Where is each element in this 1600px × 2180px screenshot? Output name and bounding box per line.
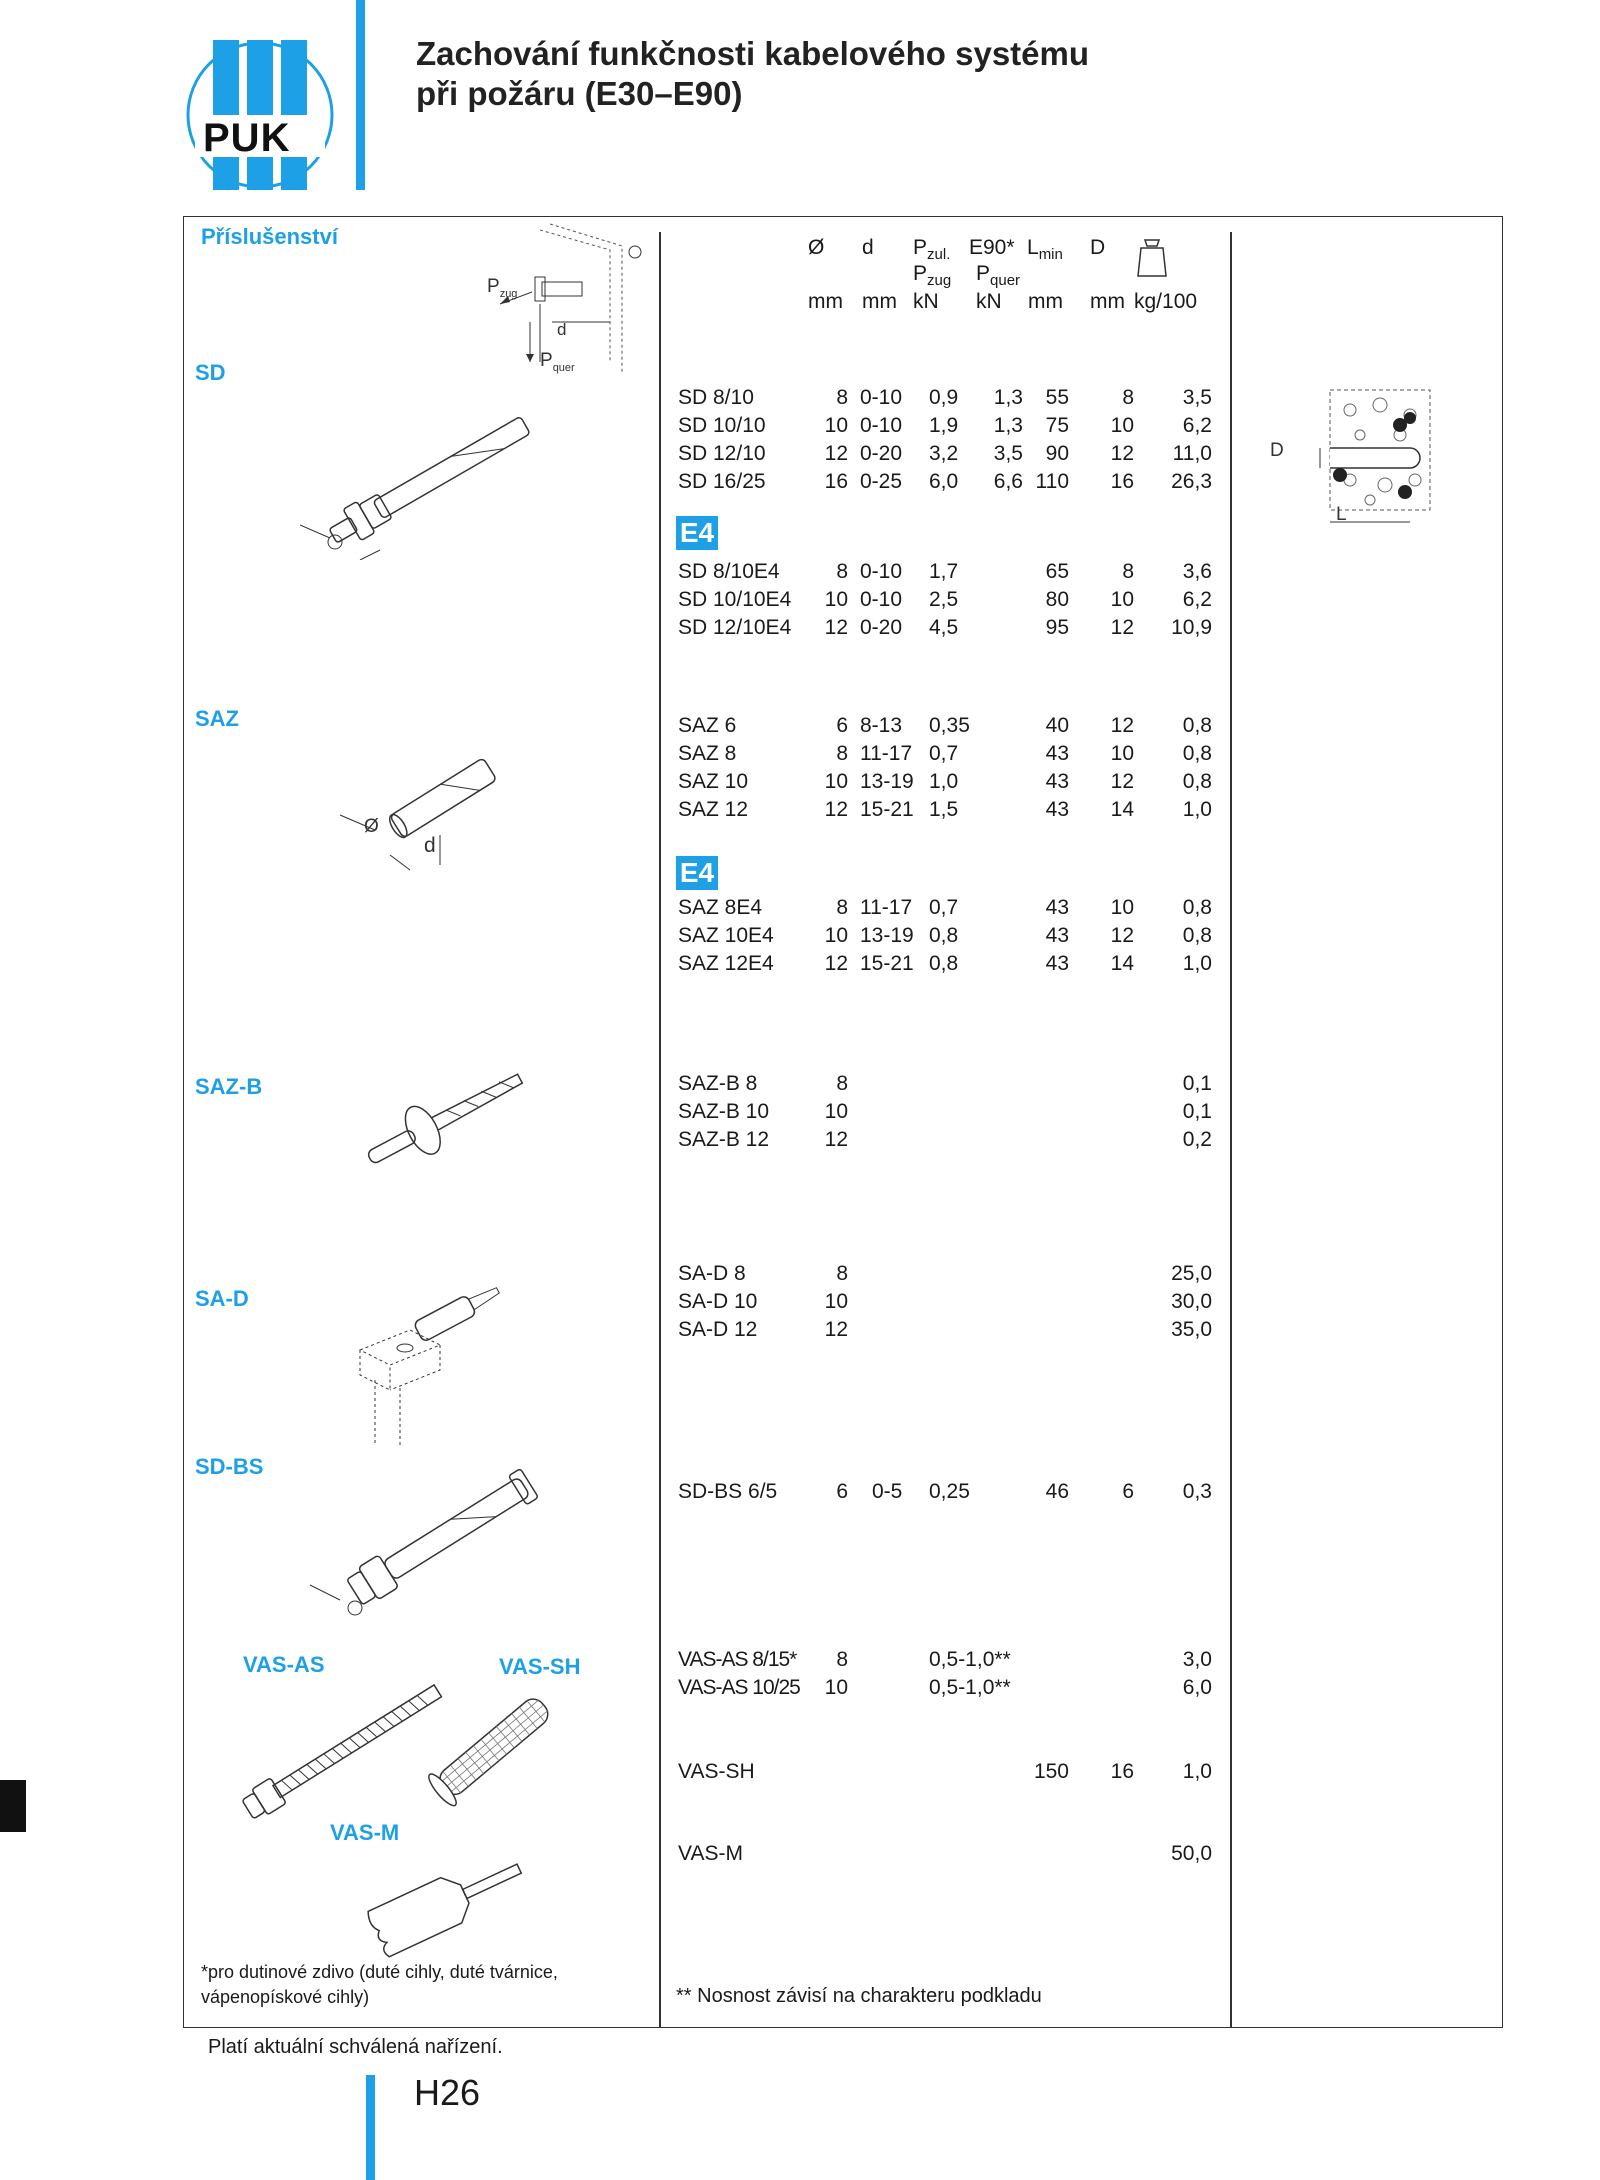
- section-accessories: Příslušenství: [201, 224, 338, 249]
- col-D: D: [1090, 236, 1106, 259]
- header-accent-bar: [356, 0, 365, 190]
- section-vas-sh: VAS-SH: [499, 1654, 581, 1679]
- unit-e90: kN: [976, 290, 1002, 313]
- L-label: L: [1336, 504, 1347, 525]
- pquer-label: Pquer: [540, 350, 575, 374]
- column-divider-right: [1230, 232, 1232, 2028]
- unit-weight: kg/100: [1134, 290, 1198, 313]
- column-divider-left: [659, 232, 661, 2028]
- validity-note: Platí aktuální schválená nařízení.: [208, 2036, 503, 2058]
- section-sd: SD: [195, 360, 226, 385]
- saz-anchor-drawing: [339, 758, 496, 871]
- col-pzug: Pzug: [913, 262, 952, 290]
- logo-text: PUK: [203, 116, 291, 160]
- installation-drawing: [1319, 389, 1431, 523]
- footnote-left: *pro dutinové zdivo (duté cihly, duté tv…: [201, 1962, 558, 2007]
- load-direction-drawing: [499, 223, 642, 372]
- unit-lmin: mm: [1028, 290, 1063, 313]
- D-label: D: [1270, 440, 1284, 461]
- unit-d: mm: [862, 290, 897, 313]
- pzug-label: Pzug: [487, 276, 518, 300]
- unit-pzul: kN: [913, 290, 939, 313]
- title-line-1: Zachování funkčnosti kabelového systému: [416, 35, 1090, 72]
- col-pzul: Pzul.: [913, 236, 951, 264]
- vas-m-cartridge-drawing: [367, 1863, 523, 1958]
- section-sd-bs: SD-BS: [195, 1454, 264, 1479]
- d-label: d: [557, 320, 567, 339]
- col-pquer: Pquer: [976, 262, 1021, 290]
- page-number: H26: [414, 2072, 481, 2113]
- footnote-right: ** Nosnost závisí na charakteru podkladu: [676, 1985, 1042, 2007]
- side-tab-marker: [0, 1780, 26, 1832]
- col-e90: E90*: [969, 236, 1015, 259]
- col-lmin: Lmin: [1027, 236, 1063, 264]
- unit-D: mm: [1090, 290, 1125, 313]
- phi-label: Ø: [364, 816, 379, 837]
- saz-b-setting-tool-drawing: [367, 1073, 524, 1164]
- vas-as-threaded-rod-drawing: [242, 1683, 443, 1819]
- page-title: Zachování funkčnosti kabelového systému …: [416, 34, 1089, 114]
- title-line-2: při požáru (E30–E90): [416, 75, 743, 112]
- sd-bs-anchor-drawing: [309, 1468, 538, 1616]
- e4-badge: E4: [676, 856, 718, 890]
- weight-icon: [1137, 239, 1167, 277]
- vas-sh-sieve-sleeve-drawing: [428, 1698, 549, 1807]
- unit-diameter: mm: [808, 290, 843, 313]
- section-vas-as: VAS-AS: [243, 1652, 325, 1677]
- section-saz: SAZ: [195, 706, 239, 731]
- section-vas-m: VAS-M: [330, 1820, 400, 1845]
- section-sa-d: SA-D: [195, 1286, 249, 1311]
- sd-anchor-drawing: [300, 417, 530, 560]
- saz-d-label: d: [424, 834, 436, 857]
- footer-accent-bar: [366, 2075, 375, 2180]
- table-frame: [183, 216, 1503, 2028]
- e4-badge: E4: [676, 516, 718, 550]
- sa-d-setting-tool-drawing: [358, 1287, 500, 1445]
- col-d: d: [862, 236, 874, 259]
- col-diameter: Ø: [808, 236, 825, 259]
- puk-logo: [186, 40, 334, 190]
- section-saz-b: SAZ-B: [195, 1074, 263, 1099]
